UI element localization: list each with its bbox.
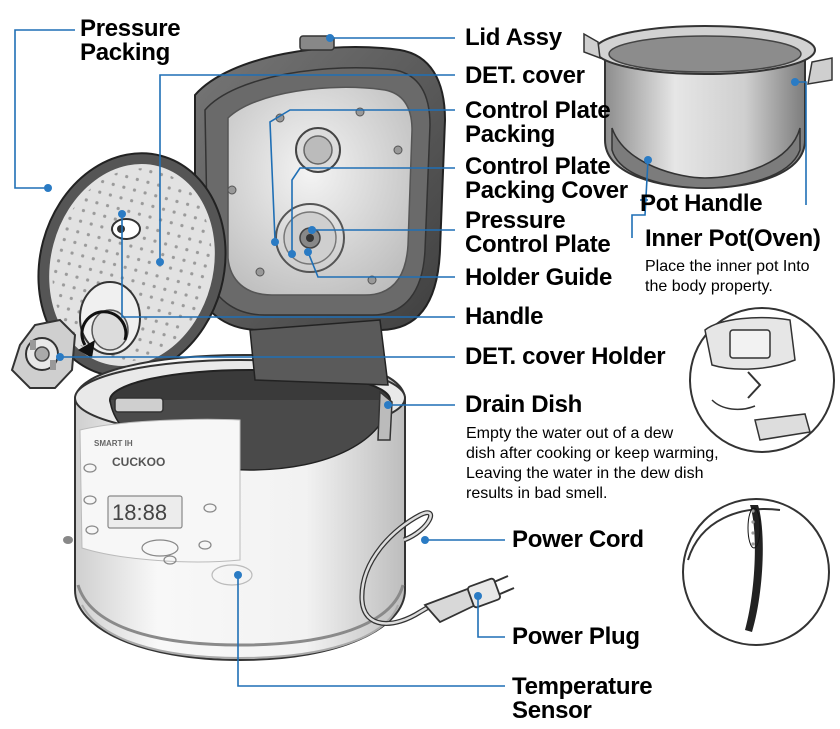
panel-brand: CUCKOO (112, 455, 165, 469)
power-cord-illustration (359, 510, 515, 626)
label-control-plate-packing: Control Plate Packing (465, 97, 611, 148)
label-cppc-line2: Packing Cover (465, 177, 628, 204)
label-power-cord: Power Cord (512, 526, 644, 553)
label-control-plate-packing-cover: Control Plate Packing Cover (465, 155, 628, 203)
label-handle: Handle (465, 303, 544, 330)
label-holder-guide: Holder Guide (465, 264, 613, 291)
label-det-cover-holder: DET. cover Holder (465, 343, 666, 370)
label-control-plate-packing-line1: Control Plate (465, 97, 611, 124)
panel-display: 18:88 (112, 500, 167, 525)
label-temperature-sensor-line2: Sensor (512, 697, 592, 724)
label-pressure-packing-line2: Packing (80, 39, 170, 66)
note-inner-pot: Place the inner pot Into the body proper… (645, 257, 810, 297)
label-pcp-line1: Pressure (465, 207, 566, 234)
upper-lid (194, 35, 447, 331)
label-temperature-sensor: Temperature Sensor (512, 673, 653, 724)
inner-pot-illustration (583, 25, 833, 190)
note-drain-dish-line1: Empty the water out of a dew (466, 425, 674, 442)
note-drain-dish-line3: Leaving the water in the dew dish (466, 465, 704, 482)
label-det-cover: DET. cover (465, 62, 585, 89)
cooker-body: 18:88 CUCKOO SMART IH (63, 319, 406, 662)
leader-dots (44, 34, 799, 600)
note-drain-dish-line2: dish after cooking or keep warming, (466, 445, 719, 462)
label-pot-handle: Pot Handle (640, 190, 763, 217)
leader-lines (14, 29, 807, 687)
label-power-plug: Power Plug (512, 623, 640, 650)
note-drain-dish-line4: results in bad smell. (466, 485, 608, 502)
note-drain-dish: Empty the water out of a dew dish after … (466, 424, 719, 504)
sensor-detail (682, 498, 830, 646)
label-control-plate-packing-line2: Packing (465, 121, 555, 148)
label-drain-dish: Drain Dish (465, 391, 583, 418)
det-cover-illustration (37, 152, 227, 378)
note-inner-pot-line2: the body property. (645, 278, 773, 295)
label-pressure-packing-line1: Pressure (80, 15, 181, 42)
det-cover-holder-illustration (10, 318, 77, 389)
label-lid-assy: Lid Assy (465, 24, 562, 51)
label-pressure-control-plate: Pressure Control Plate (465, 207, 611, 258)
label-cppc-line1: Control Plate (465, 153, 611, 180)
drain-dish-detail (689, 307, 835, 453)
label-pressure-packing: Pressure Packing (80, 15, 181, 66)
note-inner-pot-line1: Place the inner pot Into (645, 258, 810, 275)
label-pcp-line2: Control Plate (465, 231, 611, 258)
label-inner-pot: Inner Pot(Oven) (645, 225, 821, 252)
label-temperature-sensor-line1: Temperature (512, 673, 653, 700)
panel-series: SMART IH (94, 439, 133, 448)
